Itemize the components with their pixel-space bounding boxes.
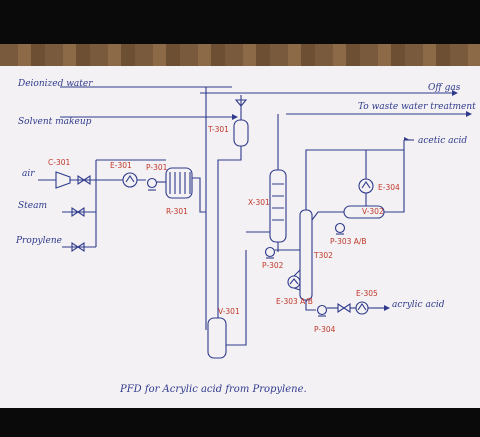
stream-label-deionized-water: Deionized water — [17, 79, 93, 89]
reactor-r301-icon — [165, 167, 193, 199]
extractor-trays — [272, 183, 284, 221]
stream-label-acrylic-acid: acrylic acid — [392, 300, 445, 310]
pump-p301-icon — [146, 177, 158, 189]
wood-surface — [0, 44, 480, 66]
t302-bottom-line — [305, 300, 316, 311]
compressor-c301-icon — [55, 171, 71, 189]
air-valve-icon — [77, 174, 91, 186]
pump-p303-icon — [334, 222, 346, 234]
stream-label-off-gas: Off gas — [428, 83, 461, 93]
extractor-x301-icon — [269, 169, 287, 243]
vessel-v301-icon — [207, 317, 227, 359]
stream-label-waste-water: To waste water treatment — [358, 102, 476, 112]
reactor-outlet-line — [192, 177, 206, 213]
tag-p301: P-301 — [146, 163, 168, 172]
reboiler-e303-symbol — [289, 278, 299, 285]
condenser-e304-symbol — [361, 181, 371, 189]
tag-x301: X-301 — [248, 198, 270, 207]
off-gas-arrow — [452, 90, 458, 96]
solvent-makeup-arrow — [232, 114, 238, 120]
v301-outlet-line — [226, 250, 247, 346]
v302-reflux-line — [311, 211, 344, 221]
reboiler-e303-icon — [287, 275, 301, 289]
pump-p302-icon — [264, 246, 276, 258]
stream-label-steam: Steam — [18, 201, 47, 211]
p304-valve-icon — [337, 302, 351, 314]
tag-e303: E-303 A/B — [276, 297, 313, 306]
heater-e301-symbol — [125, 175, 135, 183]
tag-v301: V-301 — [218, 307, 240, 316]
tag-e304: E-304 — [378, 183, 400, 192]
diagram-caption: PFD for Acrylic acid from Propylene. — [119, 384, 307, 395]
stream-label-solvent-makeup: Solvent makeup — [18, 117, 92, 127]
tag-p304: P-304 — [314, 325, 336, 334]
acetic-top-arrow — [404, 137, 410, 140]
tag-p303: P-303 A/B — [330, 237, 367, 246]
stream-label-air: air — [22, 169, 35, 179]
propylene-valve-icon — [71, 241, 85, 253]
label-deionized: Deionized water — [17, 79, 93, 89]
column-t301-icon — [233, 119, 249, 147]
acrylic-acid-arrow — [384, 305, 390, 311]
tag-p302: P-302 — [262, 261, 284, 270]
tag-e301: E-301 — [110, 161, 132, 170]
t301-top-valve-icon — [234, 99, 248, 107]
paper-sheet — [0, 66, 480, 408]
tag-t301: T-301 — [207, 125, 229, 134]
stream-label-propylene: Propylene — [15, 236, 62, 246]
e303-lines — [293, 269, 301, 291]
column-t302-icon — [299, 209, 313, 301]
tag-t302: T302 — [313, 251, 333, 260]
tag-r301: R-301 — [166, 207, 188, 216]
t301-bottom-line — [217, 146, 242, 318]
steam-valve-icon — [71, 206, 85, 218]
tag-c301: C-301 — [48, 158, 70, 167]
tag-e305: E-305 — [356, 289, 378, 298]
stream-label-acetic-acid: acetic acid — [418, 136, 467, 146]
cooler-e305-symbol — [357, 303, 367, 311]
v302-vent-line — [384, 150, 405, 213]
pump-p304-icon — [316, 304, 328, 316]
reactor-tubes — [169, 172, 191, 194]
t302-top-line — [305, 140, 405, 210]
tag-v302: V-302 — [362, 207, 384, 216]
waste-water-arrow — [466, 111, 472, 117]
